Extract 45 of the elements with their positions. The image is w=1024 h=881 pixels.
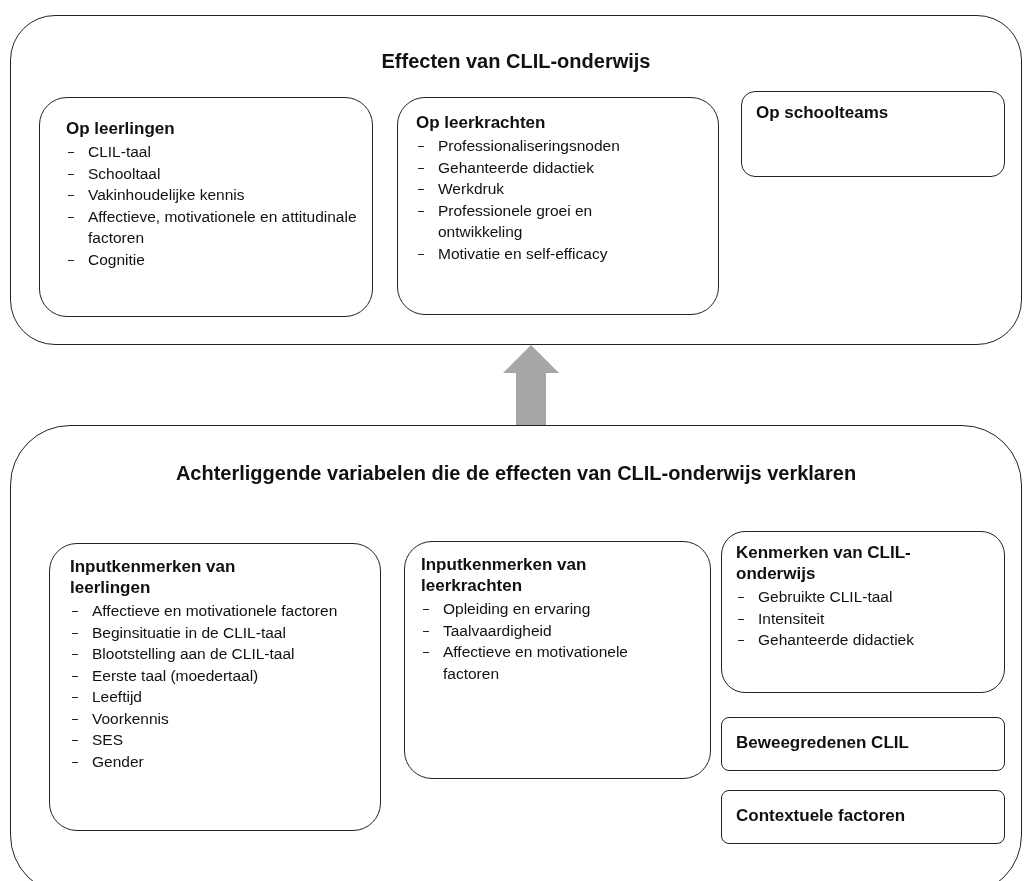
- list-item: Affectieve en motivationele factoren: [421, 641, 673, 684]
- list-item: Eerste taal (moedertaal): [70, 664, 342, 686]
- category-box: [741, 91, 1005, 177]
- list-item: Cognitie: [66, 248, 358, 270]
- box-heading: Kenmerken van CLIL-onderwijs: [736, 542, 912, 584]
- list-item: Opleiding en ervaring: [421, 598, 673, 620]
- list-item: Gender: [70, 750, 342, 772]
- category-box: [721, 790, 1005, 844]
- box-heading: Inputkenmerken van leerlingen: [70, 556, 237, 598]
- list-item: CLIL-taal: [66, 141, 358, 163]
- list-item: Motivatie en self-efficacy: [416, 242, 678, 264]
- block-arrow: [503, 345, 559, 425]
- list-item: Gebruikte CLIL-taal: [736, 586, 996, 608]
- box-heading: Inputkenmerken van leerkrachten: [421, 554, 588, 596]
- category-box: [49, 543, 381, 831]
- list-item: Schooltaal: [66, 162, 358, 184]
- group-panel: [10, 15, 1022, 345]
- box-heading: Op leerkrachten: [416, 112, 547, 133]
- list-item: Werkdruk: [416, 178, 678, 200]
- category-box: [404, 541, 711, 779]
- list-item: Affectieve, motivationele en attitudinale factoren: [66, 205, 358, 249]
- panel-title: Effecten van CLIL-onderwijs: [380, 50, 652, 73]
- panel-title: Achterliggende variabelen die de effecten van CLIL-onderwijs verklaren: [174, 462, 858, 485]
- list-item: SES: [70, 729, 342, 751]
- category-box: [721, 717, 1005, 771]
- list-item: Intensiteit: [736, 607, 996, 629]
- box-heading: Beweegredenen CLIL: [736, 732, 910, 753]
- group-panel: [10, 425, 1022, 881]
- category-box: [39, 97, 373, 317]
- box-heading: Contextuele factoren: [736, 805, 907, 826]
- list-item: Gehanteerde didactiek: [416, 156, 678, 178]
- list-item: Leeftijd: [70, 686, 342, 708]
- list-item: Vakinhoudelijke kennis: [66, 184, 358, 206]
- box-heading: Op leerlingen: [66, 118, 176, 139]
- list-item: Beginsituatie in de CLIL-taal: [70, 621, 342, 643]
- list-item: Professionele groei en ontwikkeling: [416, 199, 678, 243]
- category-box: [721, 531, 1005, 693]
- list-item: Blootstelling aan de CLIL-taal: [70, 643, 342, 665]
- category-box: [397, 97, 719, 315]
- box-heading: Op schoolteams: [756, 102, 890, 123]
- list-item: Taalvaardigheid: [421, 619, 673, 641]
- list-item: Voorkennis: [70, 707, 342, 729]
- list-item: Affectieve en motivationele factoren: [70, 600, 342, 622]
- list-item: Gehanteerde didactiek: [736, 629, 996, 651]
- list-item: Professionaliseringsnoden: [416, 135, 678, 157]
